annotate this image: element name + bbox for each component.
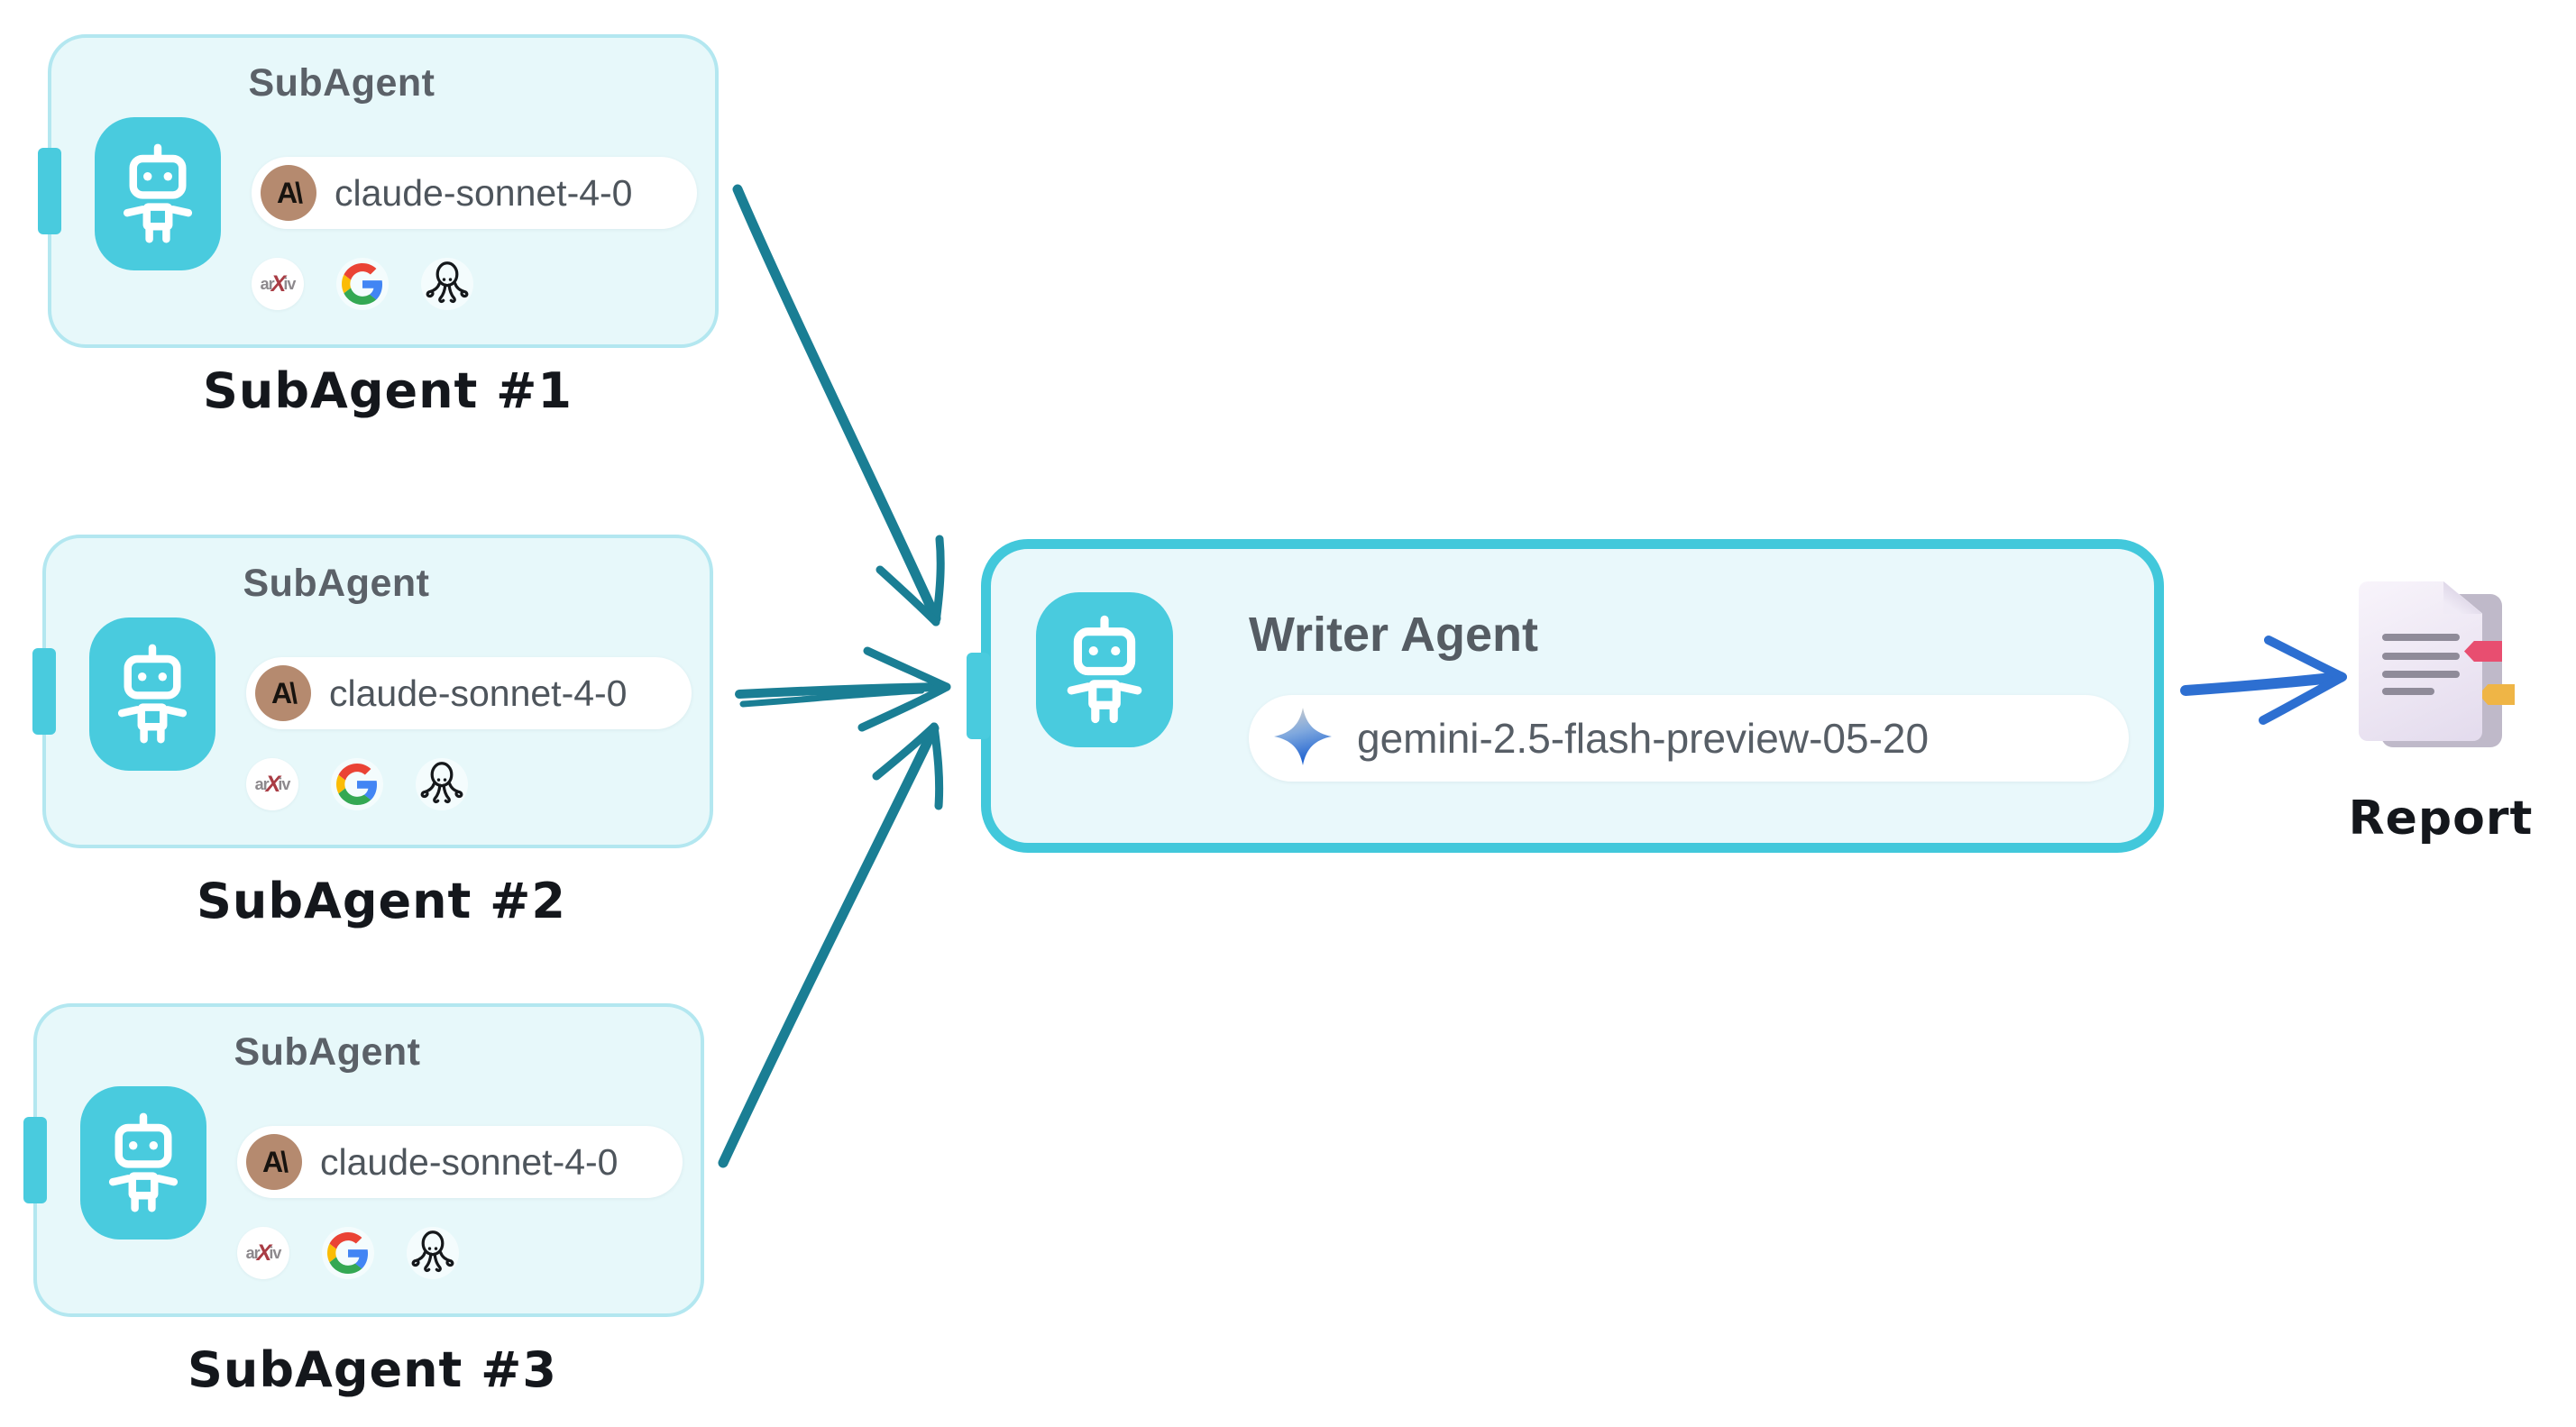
anthropic-icon: A\	[255, 665, 311, 721]
anthropic-icon: A\	[261, 165, 316, 221]
model-name: claude-sonnet-4-0	[329, 672, 628, 714]
octopus-icon	[407, 1227, 459, 1279]
input-handle[interactable]	[32, 648, 56, 735]
node-title: SubAgent	[243, 562, 430, 605]
robot-icon	[95, 117, 221, 270]
octopus-icon	[421, 258, 473, 310]
edge-subagent1-to-writer	[732, 184, 945, 627]
model-name: gemini-2.5-flash-preview-05-20	[1357, 715, 1930, 762]
model-pill[interactable]: A\ claude-sonnet-4-0	[237, 1126, 683, 1198]
node-title: Writer Agent	[1249, 608, 1539, 662]
bookmark-yellow-icon	[2479, 684, 2515, 705]
node-title: SubAgent	[234, 1030, 421, 1074]
google-icon	[322, 1227, 374, 1279]
gemini-star-icon	[1272, 706, 1334, 772]
input-handle[interactable]	[38, 148, 61, 234]
model-pill[interactable]: A\ claude-sonnet-4-0	[252, 157, 697, 229]
robot-icon	[89, 617, 215, 771]
subagent-1-caption: SubAgent #1	[203, 362, 573, 419]
subagent-2-caption: SubAgent #2	[197, 873, 566, 929]
robot-icon	[1036, 592, 1173, 747]
google-icon	[336, 258, 389, 310]
octopus-icon	[416, 758, 468, 810]
report-document-icon	[2359, 581, 2521, 766]
google-icon	[331, 758, 383, 810]
robot-icon	[80, 1086, 206, 1239]
model-name: claude-sonnet-4-0	[320, 1140, 619, 1183]
model-pill[interactable]: A\ claude-sonnet-4-0	[246, 657, 692, 729]
edge-subagent2-to-writer	[735, 646, 951, 732]
bookmark-pink-icon	[2464, 641, 2502, 662]
node-title: SubAgent	[248, 61, 435, 105]
input-handle[interactable]	[23, 1117, 47, 1203]
writer-agent-node[interactable]: Writer Agent gemini-2.5-flash-preview-05…	[967, 539, 2164, 853]
report-caption: Report	[2348, 791, 2534, 846]
edge-writer-to-report	[2180, 636, 2347, 725]
subagent-3-caption: SubAgent #3	[188, 1341, 557, 1398]
edge-subagent3-to-writer	[718, 722, 944, 1168]
model-name: claude-sonnet-4-0	[335, 171, 633, 214]
input-handle[interactable]	[967, 653, 990, 739]
anthropic-icon: A\	[246, 1134, 302, 1190]
model-pill[interactable]: gemini-2.5-flash-preview-05-20	[1249, 695, 2129, 782]
